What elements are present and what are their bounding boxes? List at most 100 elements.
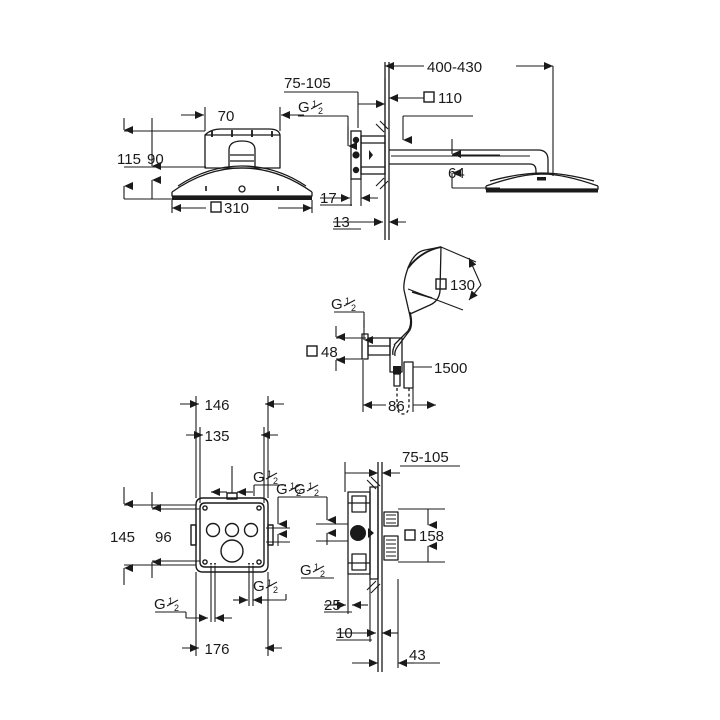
view-box-side — [347, 476, 399, 594]
dim-158 — [398, 508, 445, 563]
dim-label-g-hand: G — [331, 296, 343, 313]
dim-label-g-box-right-num: 1 — [290, 481, 295, 491]
dim-label-75-105-bottom: 75-105 — [402, 449, 449, 466]
dim-label-g-side-upper-num: 1 — [308, 481, 313, 491]
dim-label-g-box-bl-num: 1 — [168, 596, 173, 606]
dim-75-105-bottom — [344, 462, 460, 492]
dim-400-430 — [385, 62, 554, 176]
dim-label-115: 115 — [117, 151, 141, 168]
view-hand-shower — [361, 246, 442, 415]
head-shower-swivel — [228, 140, 256, 168]
box-side-rib-upper — [383, 511, 399, 527]
box-port-right — [243, 522, 259, 538]
dim-label-g-box-top-num: 1 — [267, 469, 272, 479]
dim-g12-valve — [298, 115, 357, 150]
dim-label-70: 70 — [218, 108, 235, 125]
dim-g12-box-bottom-right — [233, 572, 287, 606]
dim-label-25: 25 — [324, 597, 341, 614]
right-head-center-jet — [537, 177, 546, 181]
dim-label-13: 13 — [333, 214, 350, 231]
dim-17 — [320, 179, 378, 206]
dim-label-g-box-br-den: 2 — [273, 585, 278, 595]
dim-label-g-box-right-den: 2 — [296, 488, 301, 498]
view-head-shower — [171, 128, 313, 200]
box-main-port — [220, 539, 244, 563]
dim-g12-box-right — [266, 496, 309, 546]
valve-port-upper — [352, 136, 360, 144]
dim-label-g-side-upper-den: 2 — [314, 488, 319, 498]
shower-hose — [396, 388, 410, 415]
dim-label-g-valve-num: 1 — [312, 99, 317, 109]
shower-arm-bottom — [389, 163, 537, 174]
dim-176 — [182, 572, 282, 656]
dim-25 — [324, 574, 368, 614]
dim-110 — [389, 94, 473, 144]
dim-label-310: 310 — [224, 200, 249, 217]
dim-64 — [451, 139, 500, 189]
concealed-valve-body — [350, 120, 389, 190]
dim-75-105-top — [284, 78, 386, 128]
dim-label-17: 17 — [320, 190, 337, 207]
dim-135 — [186, 427, 278, 503]
dim-label-86: 86 — [388, 398, 405, 415]
right-head-face — [486, 189, 598, 193]
box-fixing-tl — [202, 505, 208, 511]
box-lug-left — [190, 524, 197, 546]
hand-shower-grip-right — [394, 311, 413, 357]
head-shower-stem — [204, 134, 281, 169]
box-fixing-br — [256, 559, 262, 565]
dim-310 — [171, 200, 313, 213]
box-side-upper-chamber — [351, 495, 367, 513]
dim-10 — [336, 579, 398, 642]
dim-145-96 — [123, 487, 200, 585]
dim-86 — [362, 360, 436, 412]
right-head-crown — [489, 172, 595, 182]
hand-shower-grip-left — [393, 267, 412, 346]
dim-label-176: 176 — [204, 641, 229, 658]
dim-label-64: 64 — [448, 165, 465, 182]
dim-label-g-hand-den: 2 — [351, 303, 356, 313]
dim-label-135: 135 — [204, 428, 229, 445]
dim-label-g-hand-num: 1 — [345, 296, 350, 306]
dim-label-g-side-upper: G — [294, 481, 306, 498]
dim-label-g-valve: G — [298, 99, 310, 116]
dim-146 — [180, 396, 284, 498]
hand-shower-base — [392, 344, 396, 356]
dim-label-10: 10 — [336, 625, 353, 642]
head-shower-center-jet — [238, 185, 246, 193]
dim-label-g-box-bl-den: 2 — [174, 603, 179, 613]
valve-port-lower — [352, 166, 360, 174]
box-side-lower-chamber — [351, 553, 367, 571]
valve-housing — [360, 135, 386, 175]
dim-48 — [335, 326, 366, 371]
box-lug-right — [267, 524, 274, 546]
head-shower-face — [172, 196, 312, 200]
dim-label-1500: 1500 — [434, 360, 467, 377]
dim-label-400-430: 400-430 — [427, 59, 482, 76]
box-inner — [199, 502, 265, 568]
holder-outlet — [389, 337, 403, 373]
hose-fitting — [393, 366, 401, 374]
dim-label-g-box-right: G — [276, 481, 288, 498]
box-bottom-ports — [210, 563, 254, 566]
dim-label-g-side-lower-den: 2 — [320, 569, 325, 579]
flow-arrow — [369, 150, 373, 160]
hand-shower-head — [407, 246, 442, 315]
dim-label-48: 48 — [321, 344, 338, 361]
dim-label-g-box-br-num: 1 — [267, 578, 272, 588]
dim-70 — [181, 107, 304, 131]
hose-nipple — [393, 373, 401, 387]
dim-label-110: 110 — [438, 90, 462, 107]
dim-label-145: 145 — [110, 529, 135, 546]
head-shower-shoulder — [171, 167, 313, 193]
box-port-center — [224, 522, 240, 538]
dim-label-130: 130 — [450, 277, 475, 294]
dim-label-96: 96 — [155, 529, 172, 546]
dim-label-158: 158 — [419, 528, 444, 545]
dim-label-g-box-top-den: 2 — [273, 476, 278, 486]
dim-g12-side-upper — [296, 496, 348, 545]
dim-label-g-valve-den: 2 — [318, 106, 323, 116]
